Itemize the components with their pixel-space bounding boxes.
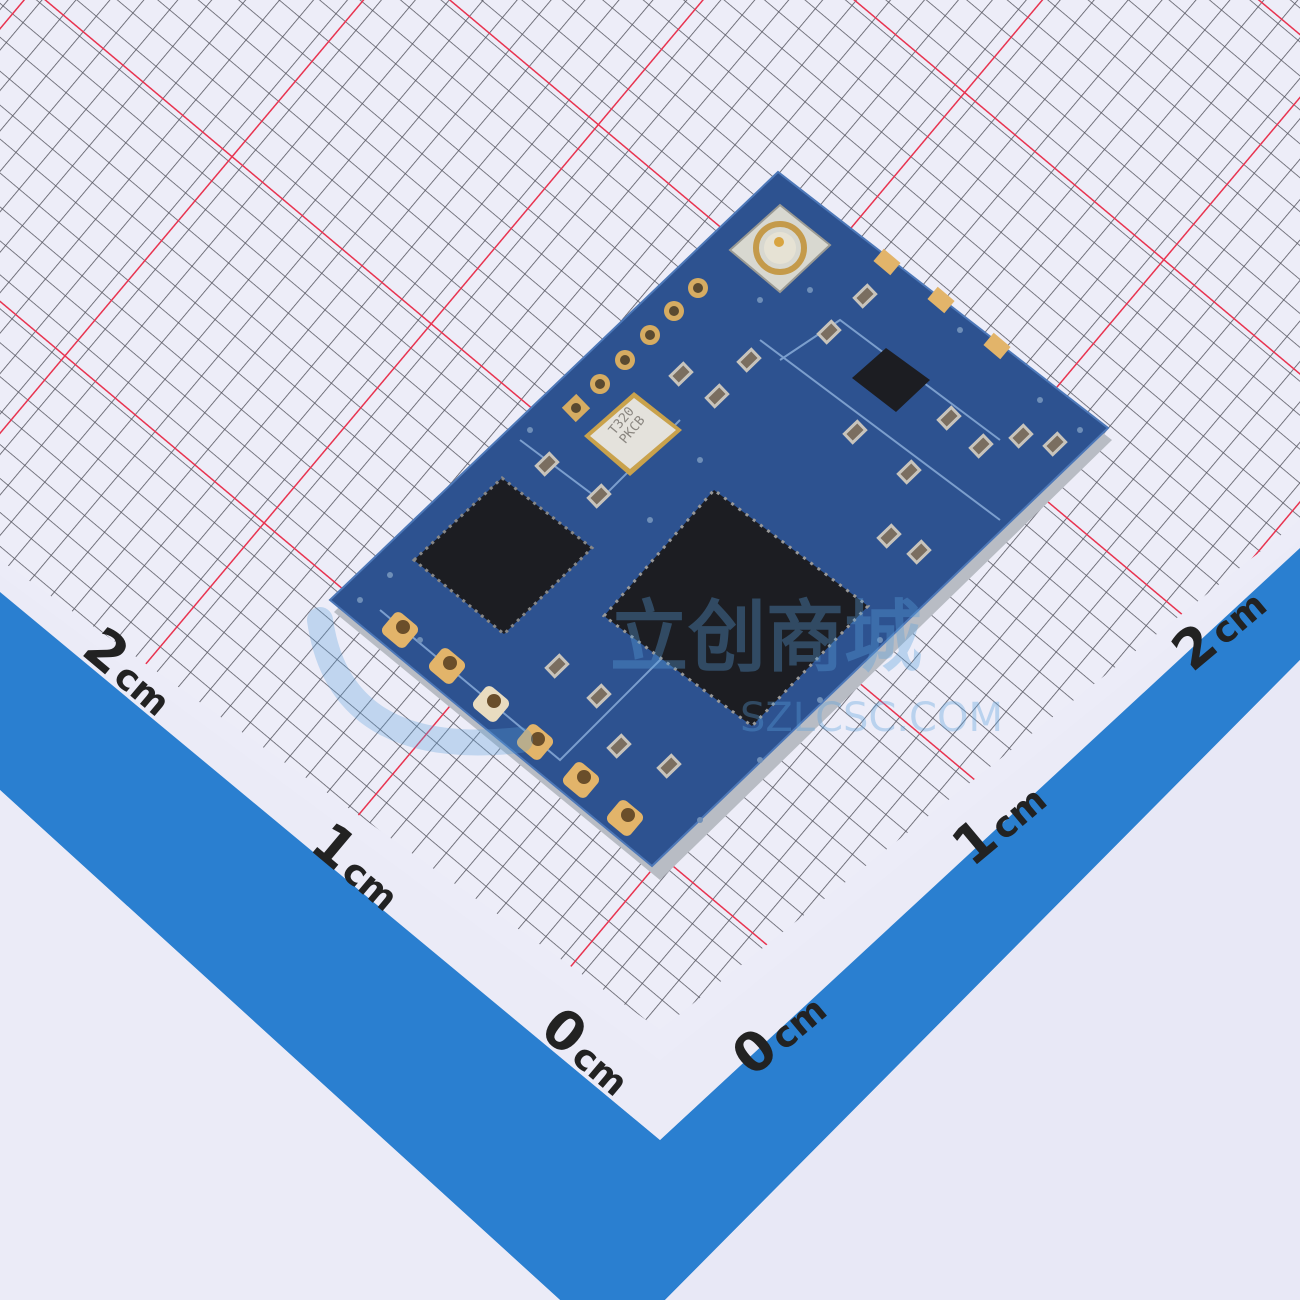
watermark-url: SZLCSC.COM — [740, 695, 1003, 741]
antenna-connector — [728, 203, 832, 294]
sot-chip — [852, 348, 930, 412]
qfn-chip-main — [601, 487, 871, 728]
header-holes — [561, 278, 708, 423]
watermark-logo: 立创商城 — [610, 593, 923, 683]
qfn-chip-small — [411, 476, 595, 637]
castellated-pads — [381, 612, 644, 836]
crystal-oscillator — [584, 392, 682, 476]
